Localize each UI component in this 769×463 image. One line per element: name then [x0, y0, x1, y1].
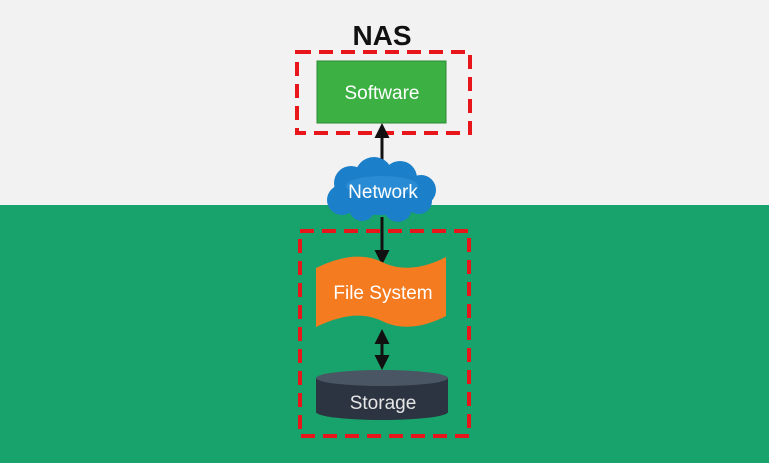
- storage-cylinder: [316, 370, 448, 420]
- file-system-label: File System: [333, 283, 432, 304]
- diagram-title: NAS: [352, 20, 411, 51]
- network-label: Network: [348, 182, 418, 203]
- file-system-shape: [316, 256, 446, 327]
- software-label: Software: [345, 83, 420, 104]
- storage-label: Storage: [350, 393, 417, 414]
- storage-group-border: [298, 229, 471, 438]
- network-cloud: [327, 157, 436, 222]
- software-box: [316, 60, 447, 124]
